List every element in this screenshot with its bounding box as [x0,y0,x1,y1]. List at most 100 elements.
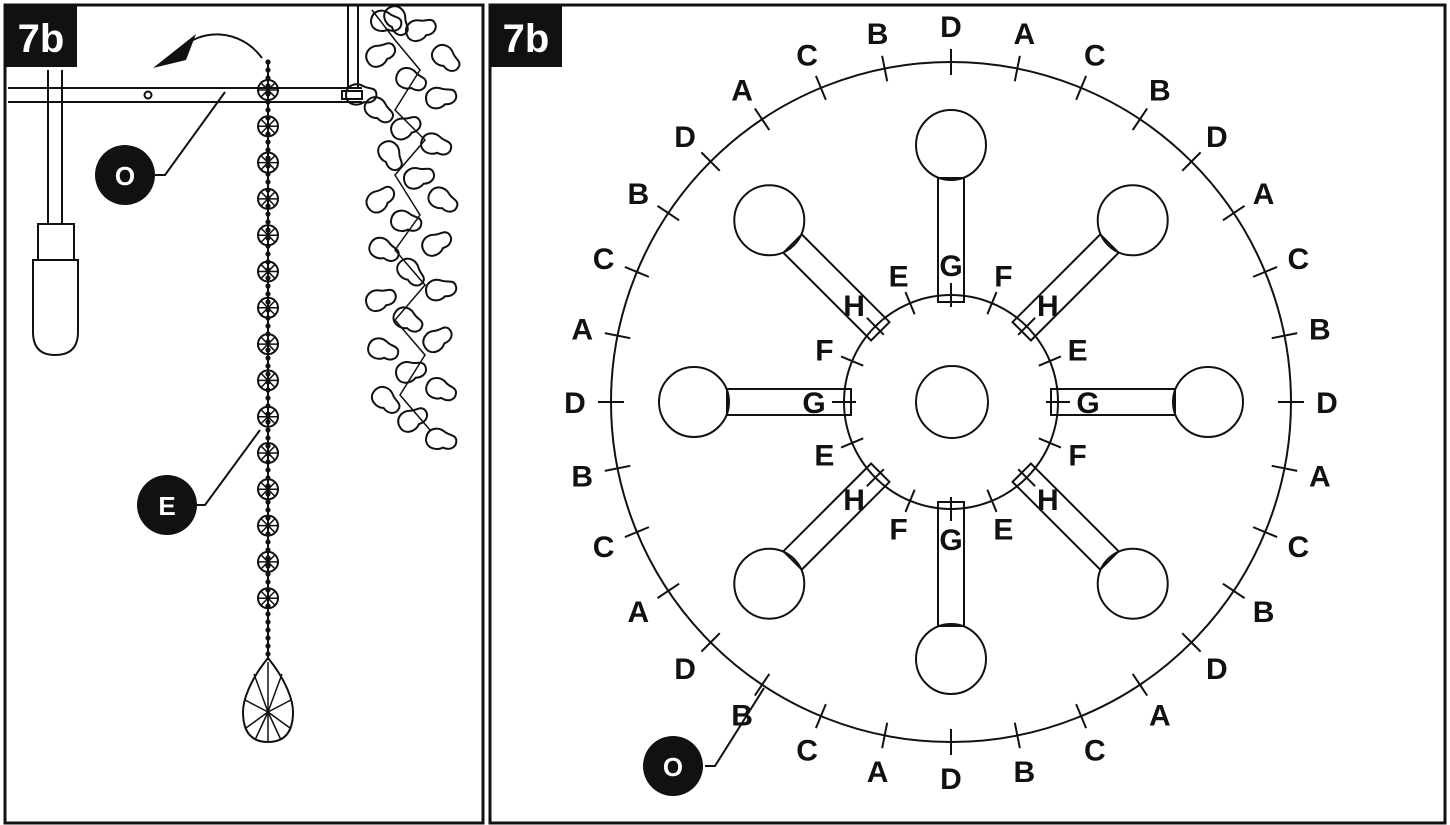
outer-ring-label: B [1149,74,1171,107]
inner-ring-label: E [993,514,1013,547]
step-badge-left [5,5,77,67]
outer-ring-mark: D [1181,121,1228,172]
candle-arm [1011,462,1169,620]
outer-ring-label: B [1309,314,1331,347]
inner-ring-mark: E [889,260,916,315]
chain-crystal [257,333,279,356]
outer-ring-label: D [1206,121,1228,154]
outer-ring-label: C [1084,734,1106,767]
chain-crystal [257,478,279,501]
chain-crystal [257,405,279,428]
outer-ring-mark: D [1181,632,1228,686]
chain-crystal [257,442,279,464]
inner-ring-mark: G [939,250,963,307]
outer-ring-mark: C [1075,703,1106,767]
outer-ring-mark: A [1222,178,1275,222]
inner-ring-label: H [1037,290,1059,323]
inner-ring-mark: F [986,260,1013,315]
outer-ring-mark: C [593,526,650,564]
left-panel: 7b [5,5,461,744]
hanging-crystals-cluster [344,5,461,451]
step-badge-right [490,5,562,67]
callout-o-left-label: O [115,161,135,191]
outer-ring-label: C [1288,243,1310,276]
inner-ring-mark: G [802,387,856,420]
frame-arm [8,5,363,103]
callout-e-left: E [137,429,261,535]
outer-ring-label: C [593,531,615,564]
inner-ring-mark: E [986,489,1013,547]
outer-ring-mark: B [1222,582,1275,629]
outer-ring-label: B [571,460,593,493]
outer-ring-mark: B [1014,722,1036,789]
rotate-arrow-icon [153,33,263,68]
chain-crystal [257,187,279,210]
outer-ring-label: D [1316,387,1338,420]
inner-ring-label: H [1037,484,1059,517]
candle-arm [733,462,891,620]
inner-ring-label: G [939,250,962,283]
outer-ring-label: B [867,18,889,51]
candle-arm [915,501,987,695]
chain-crystal [257,115,279,138]
outer-ring-label: A [867,756,889,789]
chain-crystal [257,296,279,319]
inner-ring-label: E [889,260,909,293]
inner-ring-label: H [843,290,865,323]
candle-arm [915,109,987,303]
outer-ring-mark: B [1131,74,1171,131]
callout-o-left: O [95,91,226,205]
outer-ring-mark: D [940,11,962,75]
inner-ring-label: F [815,335,833,368]
inner-ring-mark: H [843,290,885,336]
inner-ring-label: F [1068,439,1086,472]
chain-crystal [257,550,279,573]
crystal-chain [257,59,279,660]
teardrop-pendant [241,656,295,744]
outer-ring-label: B [1014,756,1036,789]
outer-ring-label: A [1149,700,1171,733]
candle-arm [1011,184,1169,342]
inner-ring-mark: E [814,437,864,472]
outer-ring-label: A [1253,178,1275,211]
outer-ring-mark: D [940,729,962,796]
left-panel-frame [3,3,485,825]
outer-ring-mark: A [1131,673,1171,733]
inner-ring-mark: F [815,335,864,368]
chain-crystal [257,514,279,537]
inner-ring-label: E [1068,335,1088,368]
chain-crystal [257,79,279,101]
outer-ring-mark: C [1075,40,1106,101]
outer-ring-mark: A [628,582,680,629]
outer-ring-mark: A [867,722,889,789]
inner-ring-label: F [994,260,1012,293]
outer-ring-label: D [564,387,586,420]
outer-ring-mark: C [1252,526,1309,564]
inner-ring-label: E [814,439,834,472]
outer-ring-mark: A [1014,18,1036,82]
chain-crystal [257,369,279,392]
inner-ring-mark: H [843,468,885,517]
chandelier-arms [658,109,1244,695]
inner-ring-mark: H [1017,290,1059,336]
inner-ring-mark: E [1038,335,1088,368]
outer-ring-label: A [1014,18,1036,51]
outer-ring-mark: B [571,460,631,493]
right-panel-frame [488,3,1447,825]
outer-ring-mark: A [1271,460,1331,493]
candle-arm [1050,366,1244,438]
outer-ring-label: C [593,243,615,276]
inner-ring-mark: G [1046,387,1100,420]
center-cup [915,365,989,439]
callout-o-right: O [643,687,765,796]
outer-ring-label: C [796,734,818,767]
outer-ring-label: D [940,11,962,44]
outer-ring-label: B [1253,596,1275,629]
chain-crystal [257,224,279,247]
outer-ring-mark: B [628,178,680,222]
inner-ring-label: G [1076,387,1099,420]
inner-ring-label: H [843,484,865,517]
outer-ring-label: B [628,178,650,211]
